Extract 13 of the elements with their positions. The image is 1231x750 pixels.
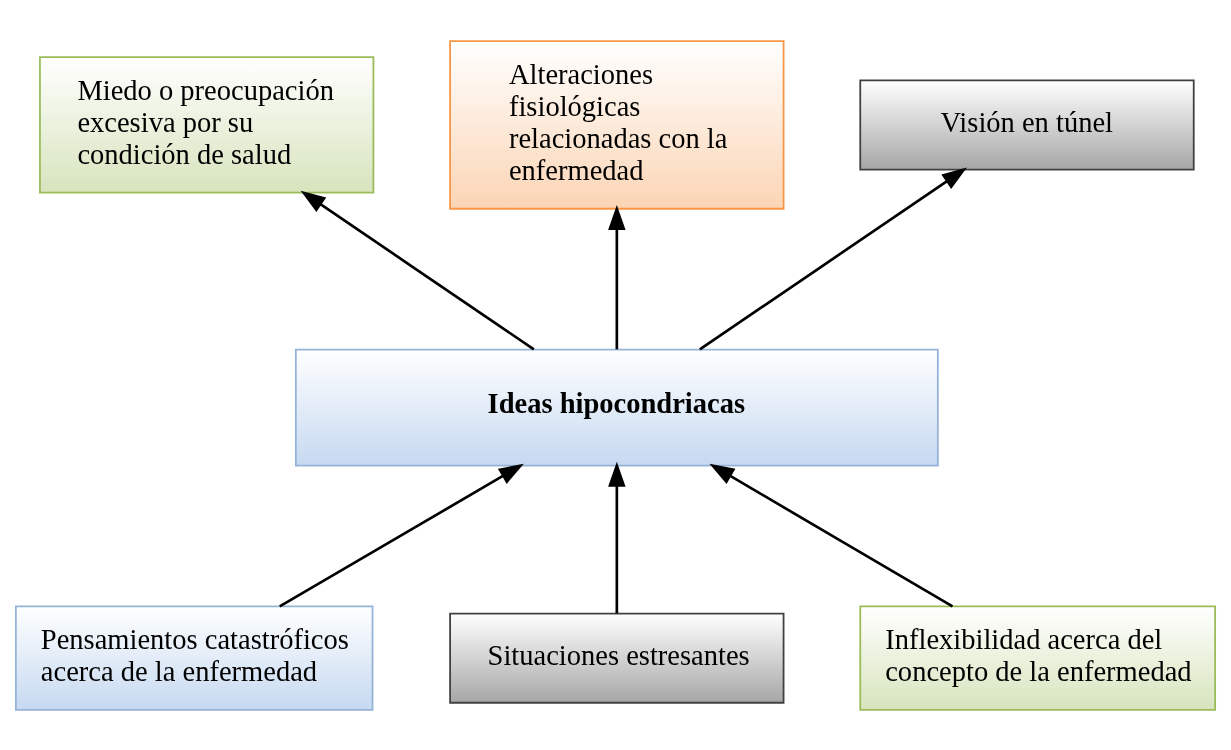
node-box: Pensamientos catastróficos acerca de la enfermedad (14, 605, 374, 711)
arrow (699, 167, 967, 350)
node-box: Inflexibilidad acerca del concepto de la enfermedad (859, 605, 1217, 711)
node-box: Miedo o preocupación excesiva por su condición de salud (39, 55, 375, 194)
arrow (608, 461, 626, 613)
arrow (608, 204, 626, 349)
arrow (709, 463, 954, 608)
arrow (300, 190, 535, 350)
node-box: Ideas hipocondriacas (294, 348, 939, 466)
node-box: Visión en túnel (859, 79, 1195, 170)
node-box: Alteraciones fisiológicas relacionadas con la enfermedad (449, 39, 785, 210)
arrow (279, 463, 524, 608)
node-box: Situaciones estresantes (449, 612, 785, 704)
